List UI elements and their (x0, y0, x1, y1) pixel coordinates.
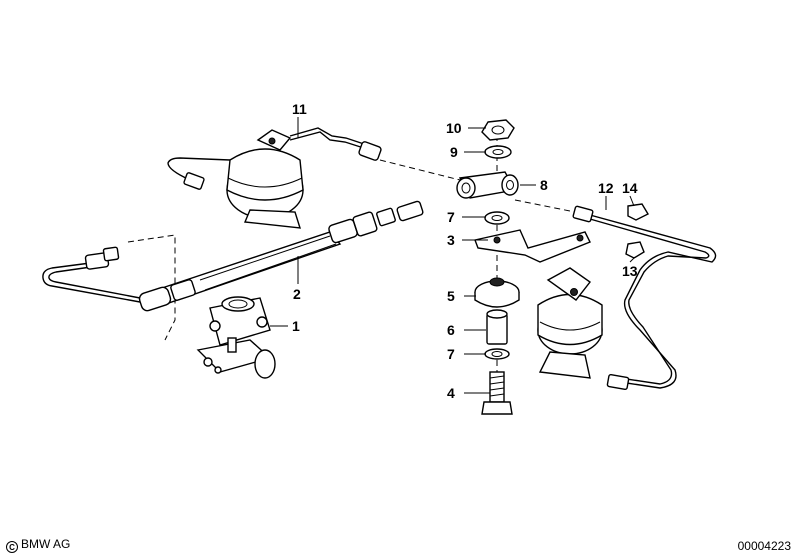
assembly-dash-lines (127, 135, 576, 375)
callout-7-lower: 7 (447, 346, 455, 362)
leader-lines (270, 117, 635, 394)
copyright-text: BMW AG (21, 537, 71, 551)
callout-10: 10 (446, 120, 462, 136)
upper-accumulator (226, 129, 304, 229)
brake-hose-assembly (138, 200, 424, 312)
mounting-stack-upper (456, 119, 519, 225)
upper-brake-line (167, 127, 382, 190)
diagram-number: 00004223 (737, 539, 791, 553)
mounting-bracket (474, 229, 591, 263)
callout-4: 4 (447, 385, 455, 401)
callout-3: 3 (447, 232, 455, 248)
lower-accumulator (537, 267, 603, 379)
callout-13: 13 (622, 263, 638, 279)
callout-9: 9 (450, 144, 458, 160)
callout-11: 11 (292, 101, 307, 117)
callout-5: 5 (447, 288, 455, 304)
pressure-regulator-valve (196, 296, 276, 379)
callout-2: 2 (293, 286, 301, 302)
callout-7-upper: 7 (447, 209, 455, 225)
callout-12: 12 (598, 180, 614, 196)
mounting-stack-lower (474, 277, 520, 415)
callout-6: 6 (447, 322, 455, 338)
right-brake-line (572, 203, 717, 391)
left-brake-line (42, 246, 141, 303)
callout-labels: 11 10 9 8 12 14 7 3 13 2 5 1 6 7 4 (292, 101, 638, 401)
callout-8: 8 (540, 177, 548, 193)
copyright-icon: C (6, 541, 18, 553)
callout-14: 14 (622, 180, 638, 196)
callout-1: 1 (292, 318, 300, 334)
